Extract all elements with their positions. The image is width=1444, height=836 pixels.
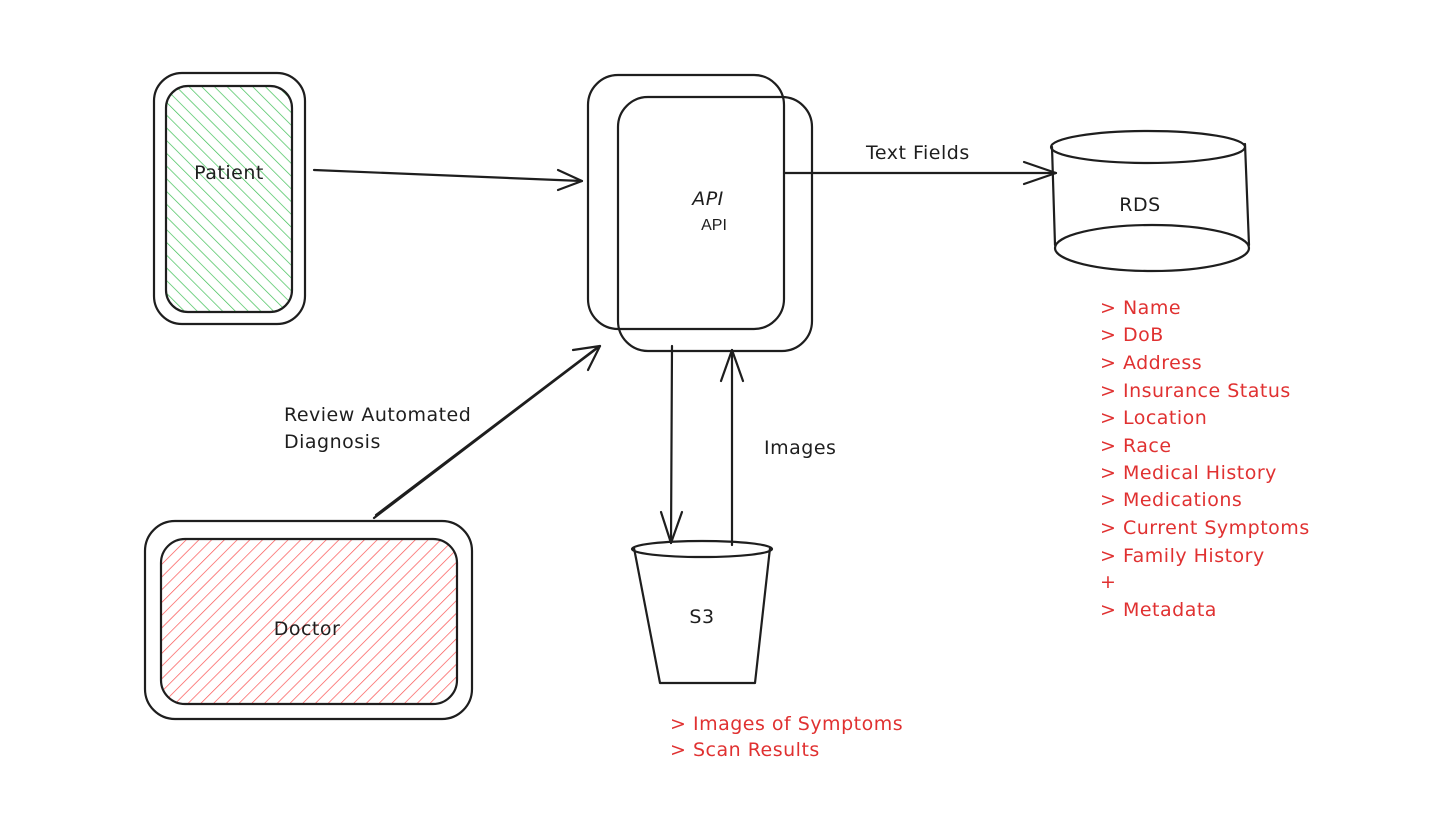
images-edge-label: Images	[764, 437, 836, 459]
patient-node[interactable]: Patient	[152, 71, 307, 326]
api-label: API	[690, 188, 724, 210]
arrowhead-icon	[719, 348, 745, 383]
api-node[interactable]: API API	[586, 73, 814, 353]
arrowhead-icon	[556, 168, 584, 192]
rds-field-item: > DoB	[1100, 324, 1164, 346]
rds-field-item: > Medications	[1100, 489, 1242, 511]
rds-left-side	[1050, 145, 1057, 247]
arrow-patient-to-api[interactable]	[312, 168, 584, 192]
s3-field-list: > Images of Symptoms > Scan Results	[670, 713, 903, 761]
rds-field-item: > Current Symptoms	[1100, 517, 1310, 539]
doctor-label: Doctor	[274, 618, 341, 640]
patient-outer-frame	[152, 71, 307, 326]
s3-field-item: > Scan Results	[670, 739, 820, 761]
rds-field-item: > Name	[1100, 297, 1181, 319]
doctor-edge-label-line1: Review Automated	[284, 404, 471, 426]
patient-label: Patient	[194, 162, 264, 184]
arrow-line	[312, 168, 584, 183]
patient-hatched-box	[164, 84, 294, 314]
api-rds-edge-label: Text Fields	[865, 142, 970, 164]
api-back-frame	[586, 73, 786, 331]
arrow-line-sketch	[374, 345, 600, 517]
arrowhead-icon	[659, 510, 684, 545]
arrowhead-icon	[571, 344, 602, 372]
s3-bucket-rim	[630, 539, 774, 559]
rds-top-ellipse	[1049, 129, 1247, 165]
rds-field-list: > Name > DoB > Address > Insurance Statu…	[1100, 297, 1310, 621]
rds-field-item: > Race	[1100, 435, 1172, 457]
rds-field-item: > Insurance Status	[1100, 380, 1291, 402]
rds-field-item: > Location	[1100, 407, 1207, 429]
rds-database-node[interactable]: RDS	[1049, 129, 1251, 273]
arrow-s3-to-api[interactable]	[719, 348, 745, 547]
s3-field-item: > Images of Symptoms	[670, 713, 903, 735]
s3-label: S3	[689, 606, 714, 628]
doctor-edge-label-line2: Diagnosis	[284, 431, 381, 453]
doctor-hatched-box	[159, 537, 459, 706]
s3-bucket-body	[632, 546, 772, 685]
arrow-api-to-s3[interactable]	[659, 344, 684, 545]
api-front-frame	[616, 95, 814, 353]
doctor-outer-frame	[143, 519, 474, 721]
s3-bucket-node[interactable]: S3	[630, 539, 774, 685]
rds-label: RDS	[1119, 194, 1160, 216]
arrow-api-to-rds[interactable]	[782, 160, 1058, 186]
rds-field-item: > Address	[1100, 352, 1202, 374]
rds-bottom-ellipse	[1053, 223, 1251, 273]
arrow-line	[669, 344, 674, 545]
rds-right-side	[1243, 142, 1251, 247]
rds-field-item: > Metadata	[1100, 599, 1217, 621]
doctor-node[interactable]: Doctor	[143, 519, 474, 721]
api-sublabel: API	[701, 217, 727, 234]
arrow-doctor-to-api[interactable]	[372, 344, 602, 520]
rds-field-plus: +	[1100, 571, 1116, 593]
rds-field-item: > Medical History	[1100, 462, 1277, 484]
rds-field-item: > Family History	[1100, 545, 1265, 567]
arrowhead-icon	[1022, 160, 1058, 186]
